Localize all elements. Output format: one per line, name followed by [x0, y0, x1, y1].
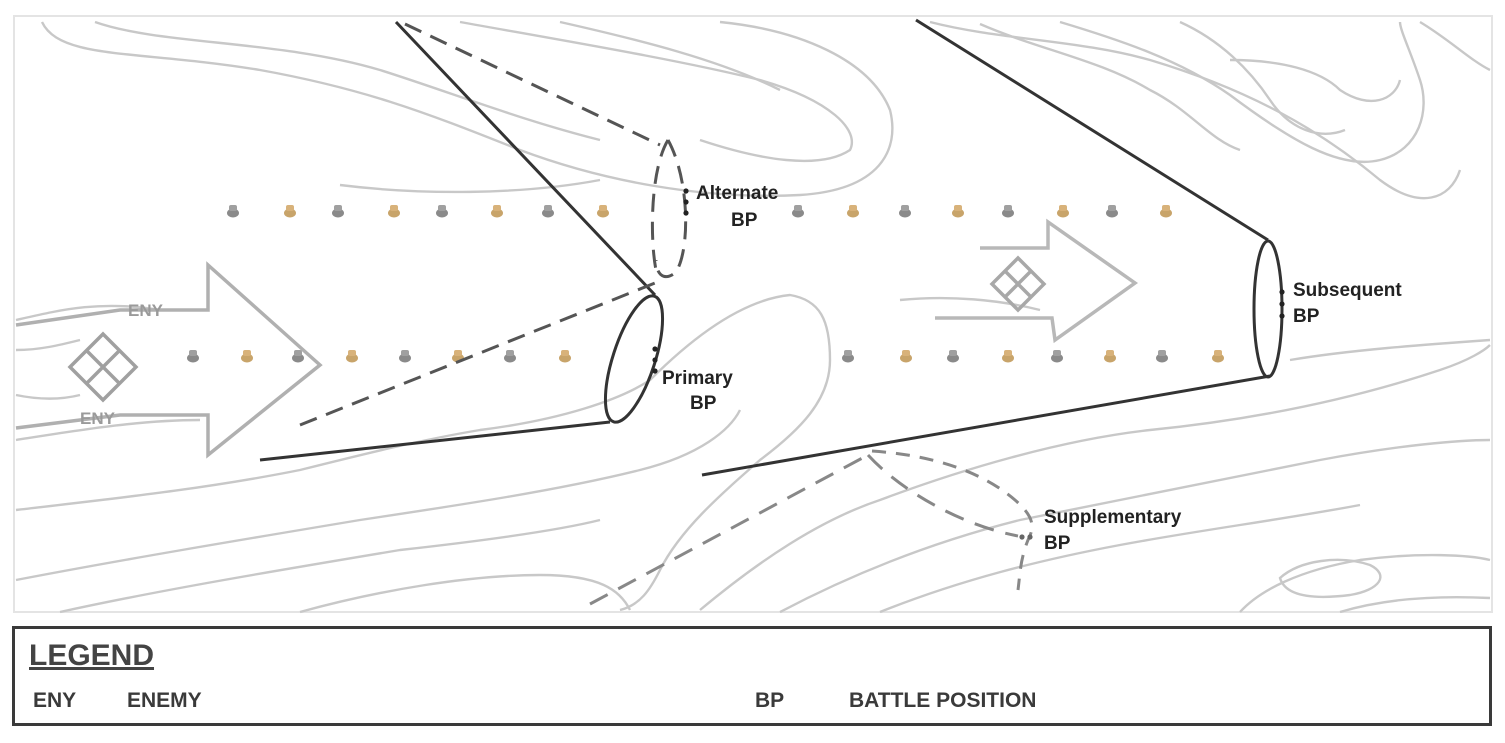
- primary-bp-sector: [259, 20, 665, 462]
- obstacle-marker: [1002, 350, 1014, 363]
- obstacle-marker: [491, 205, 503, 218]
- obstacle-marker: [542, 205, 554, 218]
- obstacle-marker: [597, 205, 609, 218]
- obstacle-marker: [241, 350, 253, 363]
- subsequent-bp-label-line2: BP: [1293, 306, 1320, 327]
- primary-bp-dashed-line: [299, 281, 656, 427]
- obstacle-marker: [842, 350, 854, 363]
- obstacle-marker: [1002, 205, 1014, 218]
- legend-meaning-bp: BATTLE POSITION: [849, 689, 1037, 712]
- obstacle-marker: [1104, 350, 1116, 363]
- primary-bp-label-line1: Primary: [662, 368, 733, 389]
- obstacle-marker: [1106, 205, 1118, 218]
- obstacle-marker: [952, 205, 964, 218]
- legend-meaning-eny: ENEMY: [127, 689, 202, 712]
- legend-title: LEGEND: [29, 639, 155, 672]
- obstacle-marker: [227, 205, 239, 218]
- obstacle-marker: [187, 350, 199, 363]
- obstacle-marker: [388, 205, 400, 218]
- alternate-bp-label-line2: BP: [731, 210, 758, 231]
- obstacle-marker: [284, 205, 296, 218]
- enemy-axis-arrow-left: [15, 261, 323, 459]
- position-marker-dots: [652, 188, 1285, 540]
- obstacle-marker: [399, 350, 411, 363]
- obstacle-marker: [947, 350, 959, 363]
- obstacle-marker: [436, 205, 448, 218]
- legend-abbr-eny: ENY: [33, 689, 77, 712]
- obstacle-marker: [792, 205, 804, 218]
- subsequent-bp-sector: [701, 18, 1284, 477]
- alternate-bp-sector: [404, 22, 688, 279]
- primary-bp-label-line2: BP: [690, 393, 717, 414]
- legend-box: LEGEND ENY ENEMY BP BATTLE POSITION: [12, 626, 1492, 726]
- obstacle-marker: [900, 350, 912, 363]
- obstacle-marker: [332, 205, 344, 218]
- obstacle-marker: [899, 205, 911, 218]
- obstacle-marker: [346, 350, 358, 363]
- supplementary-bp-label-line1: Supplementary: [1044, 507, 1182, 528]
- obstacle-marker: [1156, 350, 1168, 363]
- terrain-contours: [15, 20, 1491, 614]
- obstacle-marker: [1160, 205, 1172, 218]
- obstacle-marker: [559, 350, 571, 363]
- enemy-unit-symbol-left: [67, 331, 139, 403]
- subsequent-bp-label-line1: Subsequent: [1293, 280, 1402, 301]
- obstacle-rows: [187, 205, 1224, 363]
- obstacle-marker: [1057, 205, 1069, 218]
- enemy-unit-symbol-right: [989, 255, 1047, 313]
- eny-label-bottom: ENY: [80, 409, 116, 428]
- terrain-frame: [13, 15, 1493, 613]
- eny-label-top: ENY: [128, 301, 164, 320]
- obstacle-marker: [1212, 350, 1224, 363]
- supplementary-bp-label-line2: BP: [1044, 533, 1071, 554]
- subsequent-bp-ellipse: [1252, 239, 1284, 379]
- obstacle-marker: [1051, 350, 1063, 363]
- enemy-axis-arrow-right: [935, 218, 1139, 344]
- legend-abbr-bp: BP: [755, 689, 785, 712]
- supplementary-bp-sector: [589, 449, 1034, 606]
- alternate-bp-label-line1: Alternate: [696, 183, 778, 204]
- primary-bp-ellipse: [603, 294, 665, 424]
- obstacle-marker: [847, 205, 859, 218]
- obstacle-marker: [292, 350, 304, 363]
- obstacle-marker: [504, 350, 516, 363]
